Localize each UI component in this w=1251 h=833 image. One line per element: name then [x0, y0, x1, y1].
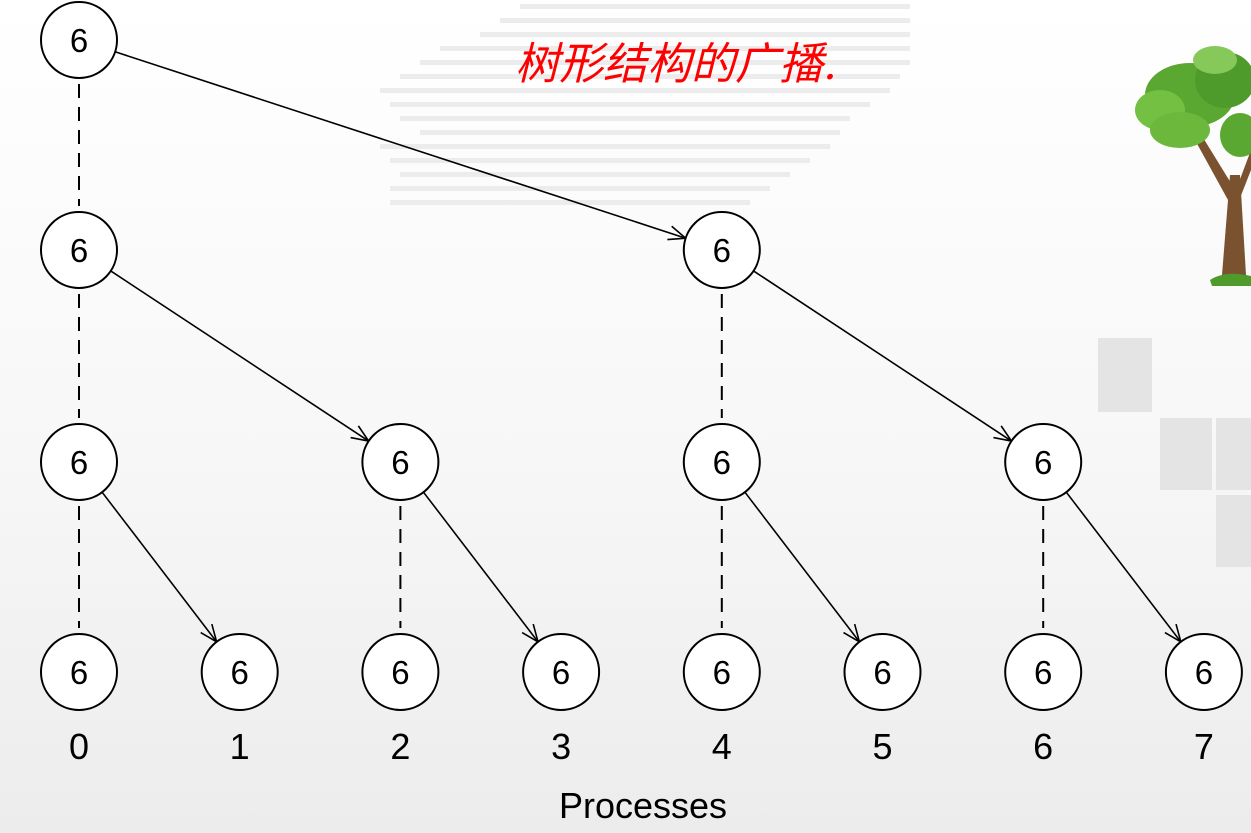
node-circle: [522, 633, 601, 711]
diagram-title: 树形结构的广播.: [515, 39, 837, 90]
tree-node: 6: [40, 1, 118, 79]
node-circle: [682, 423, 761, 501]
node-circle: [1164, 633, 1243, 711]
background-decoration: [380, 4, 1251, 567]
node-value: 6: [70, 22, 88, 59]
node-value: 6: [391, 444, 409, 481]
send-arrow: [114, 51, 686, 239]
node-value: 6: [873, 654, 891, 691]
tree-node: 6: [200, 633, 279, 711]
send-arrow: [1065, 491, 1182, 643]
node-circle: [682, 633, 761, 711]
node-circle: [40, 423, 118, 501]
node-circle: [1004, 633, 1083, 711]
node-value: 6: [1034, 444, 1052, 481]
tree-node: 6: [682, 423, 761, 501]
node-value: 6: [713, 654, 731, 691]
process-label: 1: [230, 726, 250, 767]
node-value: 6: [70, 232, 88, 269]
tree-node: 6: [682, 633, 761, 711]
node-value: 6: [70, 654, 88, 691]
send-arrow: [101, 491, 218, 643]
process-label: 6: [1033, 726, 1053, 767]
node-value: 6: [70, 444, 88, 481]
process-label: 0: [69, 726, 89, 767]
process-label: 2: [390, 726, 410, 767]
node-circle: [682, 211, 761, 289]
node-circle: [40, 1, 118, 79]
node-circle: [40, 211, 118, 289]
tree-node: 6: [40, 423, 118, 501]
process-label: 7: [1194, 726, 1214, 767]
tree-node: 6: [40, 211, 118, 289]
edge-layer: [78, 51, 1183, 644]
send-arrow: [744, 491, 861, 643]
process-label: 5: [872, 726, 892, 767]
process-label: 4: [712, 726, 732, 767]
send-arrow: [753, 270, 1012, 442]
node-layer: 6 6 6 6 6 6 6 6 6 6 6 6 6 6 6: [40, 1, 1243, 711]
node-value: 6: [552, 654, 570, 691]
tree-node: 6: [682, 211, 761, 289]
process-label-layer: 0 1 2 3 4 5 6 7: [69, 726, 1214, 767]
tree-node: 6: [361, 423, 440, 501]
node-value: 6: [713, 232, 731, 269]
axis-title: Processes: [559, 785, 727, 826]
node-circle: [200, 633, 279, 711]
node-value: 6: [1034, 654, 1052, 691]
tree-node: 6: [1004, 423, 1083, 501]
tree-node: 6: [1164, 633, 1243, 711]
node-value: 6: [391, 654, 409, 691]
node-value: 6: [231, 654, 249, 691]
tree-node: 6: [361, 633, 440, 711]
tree-node: 6: [843, 633, 922, 711]
node-circle: [1004, 423, 1083, 501]
node-value: 6: [713, 444, 731, 481]
node-value: 6: [1195, 654, 1213, 691]
tree-node: 6: [1004, 633, 1083, 711]
tree-icon: [1135, 46, 1251, 286]
tree-node: 6: [40, 633, 118, 711]
node-circle: [843, 633, 922, 711]
send-arrow: [110, 270, 370, 442]
send-arrow: [422, 491, 539, 643]
node-circle: [361, 423, 440, 501]
node-circle: [361, 633, 440, 711]
process-label: 3: [551, 726, 571, 767]
tree-node: 6: [522, 633, 601, 711]
node-circle: [40, 633, 118, 711]
